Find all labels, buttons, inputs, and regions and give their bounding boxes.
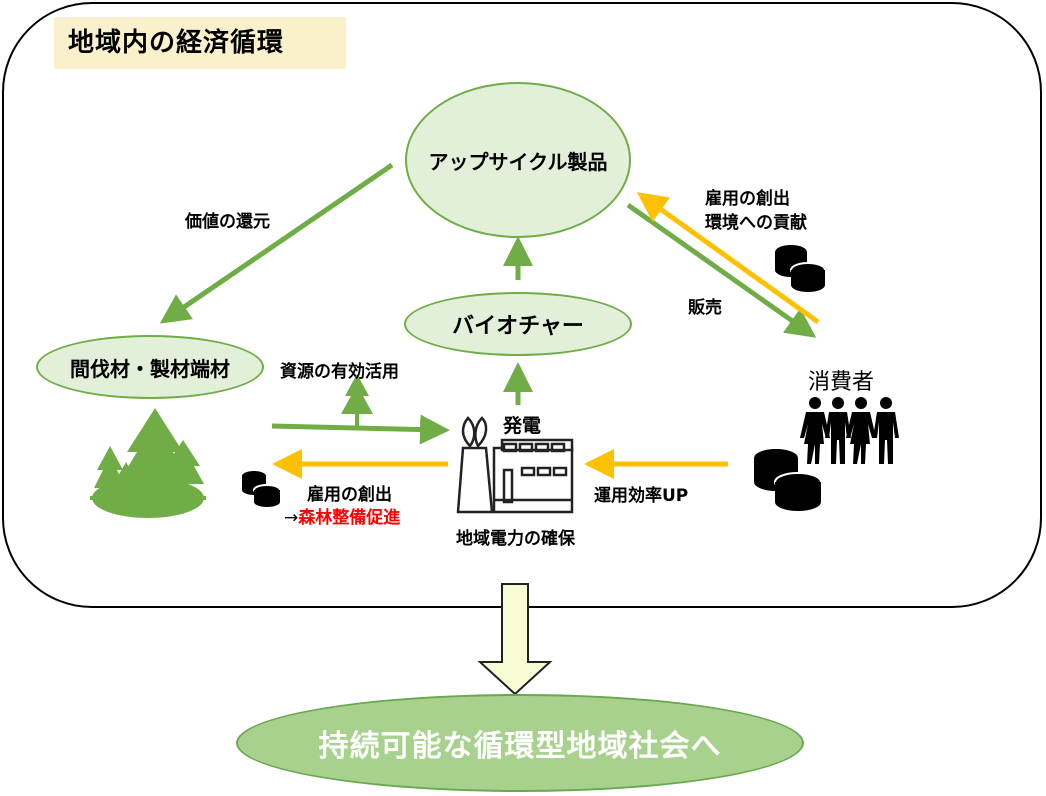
label-employment-forest: 雇用の創出	[307, 485, 392, 505]
node-timber: 間伐材・製材端材	[36, 335, 264, 399]
people-icon	[800, 397, 899, 464]
arrow-value-return	[159, 162, 394, 324]
tree-icon	[341, 374, 373, 427]
node-consumer-label: 消費者	[808, 370, 875, 395]
node-timber-label: 間伐材・製材端材	[70, 356, 230, 381]
arrow-employment-environment	[636, 192, 820, 325]
power-caption: 地域電力の確保	[456, 529, 575, 549]
goal-sustainable-society: 持続可能な循環型地域社会へ	[236, 694, 804, 792]
arrow-sales	[626, 202, 817, 338]
arrow-glyph: →	[284, 508, 299, 528]
label-environment: 環境への貢献	[705, 213, 807, 233]
coins-icon	[754, 449, 822, 511]
power-plant-icon	[456, 416, 574, 514]
node-biochar-label: バイオチャー	[452, 314, 584, 339]
label-value-return: 価値の還元	[185, 212, 270, 232]
forest-maintenance-text: 森林整備促進	[298, 508, 401, 528]
node-upcycle-label: アップサイクル製品	[428, 149, 608, 174]
arrow-resource-use	[271, 414, 450, 445]
label-sales: 販売	[688, 298, 722, 318]
forest-icon	[90, 408, 206, 518]
label-resource-use: 資源の有効活用	[280, 362, 399, 382]
coins-icon	[242, 471, 281, 507]
section-title: 地域内の経済循環	[54, 17, 346, 69]
goal-label: 持続可能な循環型地域社会へ	[318, 729, 722, 764]
label-efficiency: 運用効率UP	[594, 486, 689, 506]
label-forest-maintenance: →森林整備促進	[284, 503, 400, 528]
node-upcycle-products: アップサイクル製品	[405, 82, 631, 238]
node-biochar: バイオチャー	[404, 292, 632, 356]
label-employment-1: 雇用の創出	[705, 189, 790, 209]
node-power-label: 発電	[503, 415, 542, 437]
coins-icon	[775, 245, 826, 292]
down-arrow-icon	[477, 583, 553, 696]
